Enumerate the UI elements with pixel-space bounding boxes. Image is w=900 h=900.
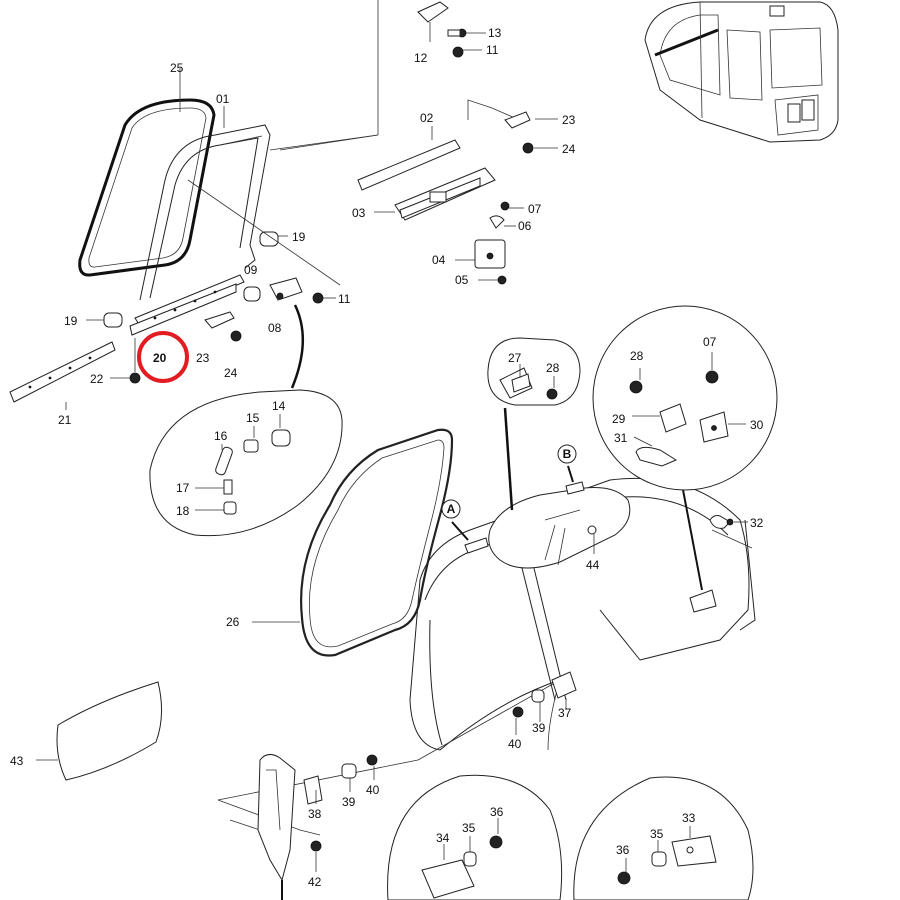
part-label-44: 44 bbox=[586, 558, 600, 572]
part-label-01: 01 bbox=[216, 92, 230, 106]
door-window-frame bbox=[9, 68, 341, 410]
part-label-11-top: 11 bbox=[486, 43, 499, 57]
part-label-18: 18 bbox=[176, 504, 190, 518]
part-label-32: 32 bbox=[750, 516, 764, 530]
part-label-30: 30 bbox=[750, 418, 764, 432]
part-label-39-cab: 39 bbox=[532, 721, 546, 735]
part-label-42: 42 bbox=[308, 875, 322, 889]
part-label-21: 21 bbox=[58, 413, 72, 427]
detail-bubble-33-36 bbox=[573, 776, 754, 900]
detail-bubble-34-36 bbox=[387, 774, 563, 900]
part-label-39-floor: 39 bbox=[342, 795, 356, 809]
detail-bubble-pins bbox=[149, 389, 343, 537]
part-label-23-rail: 23 bbox=[562, 113, 576, 127]
cab-thumbnail bbox=[644, 1, 839, 143]
part-label-07-top: 07 bbox=[528, 202, 542, 216]
part-label-40-floor: 40 bbox=[366, 783, 380, 797]
part-label-23-frame: 23 bbox=[196, 351, 210, 365]
part-label-31: 31 bbox=[614, 431, 628, 445]
part-label-38: 38 bbox=[308, 807, 322, 821]
detail-bubble-b bbox=[592, 305, 778, 491]
cab-body bbox=[36, 428, 756, 900]
part-label-26: 26 bbox=[226, 615, 240, 629]
detail-bubble-a bbox=[487, 337, 581, 511]
part-label-27: 27 bbox=[508, 351, 522, 365]
part-label-02: 02 bbox=[420, 111, 434, 125]
part-label-19-right: 19 bbox=[292, 230, 306, 244]
part-label-15: 15 bbox=[246, 411, 260, 425]
part-label-36-b: 36 bbox=[616, 843, 630, 857]
part-label-03: 03 bbox=[352, 206, 366, 220]
part-label-24-frame: 24 bbox=[224, 366, 238, 380]
callout-b-label: B bbox=[563, 447, 572, 461]
part-label-36-a: 36 bbox=[490, 805, 504, 819]
part-label-24-rail: 24 bbox=[562, 142, 576, 156]
part-labels: 01 02 03 04 05 06 07 07 08 09 11 11 12 1… bbox=[10, 26, 764, 889]
slide-rail-group bbox=[269, 99, 558, 285]
top-bolt-group bbox=[279, 0, 486, 151]
part-label-33: 33 bbox=[682, 811, 696, 825]
part-label-11-frame: 11 bbox=[338, 292, 351, 306]
part-label-28-a: 28 bbox=[546, 361, 560, 375]
part-label-07-bubble: 07 bbox=[703, 335, 717, 349]
part-label-16: 16 bbox=[214, 429, 228, 443]
part-label-05: 05 bbox=[455, 273, 469, 287]
part-label-13: 13 bbox=[488, 26, 502, 40]
part-label-25: 25 bbox=[170, 61, 184, 75]
part-label-28-b: 28 bbox=[630, 349, 644, 363]
part-label-19-left: 19 bbox=[64, 314, 78, 328]
part-label-43: 43 bbox=[10, 754, 24, 768]
part-label-35-b: 35 bbox=[650, 827, 664, 841]
part-label-06: 06 bbox=[518, 219, 532, 233]
part-label-20-highlighted: 20 bbox=[153, 351, 167, 365]
part-label-34: 34 bbox=[436, 831, 450, 845]
part-label-40-cab: 40 bbox=[508, 737, 522, 751]
part-label-17: 17 bbox=[176, 481, 190, 495]
part-label-37: 37 bbox=[558, 706, 572, 720]
part-label-29: 29 bbox=[612, 412, 626, 426]
part-label-35-a: 35 bbox=[462, 821, 476, 835]
highlight-circle bbox=[137, 331, 189, 383]
part-label-22: 22 bbox=[90, 372, 104, 386]
part-label-08: 08 bbox=[268, 321, 282, 335]
part-label-14: 14 bbox=[272, 399, 286, 413]
part-label-04: 04 bbox=[432, 253, 446, 267]
part-label-12: 12 bbox=[414, 51, 428, 65]
callout-a-label: A bbox=[447, 502, 456, 516]
part-label-09: 09 bbox=[244, 263, 258, 277]
